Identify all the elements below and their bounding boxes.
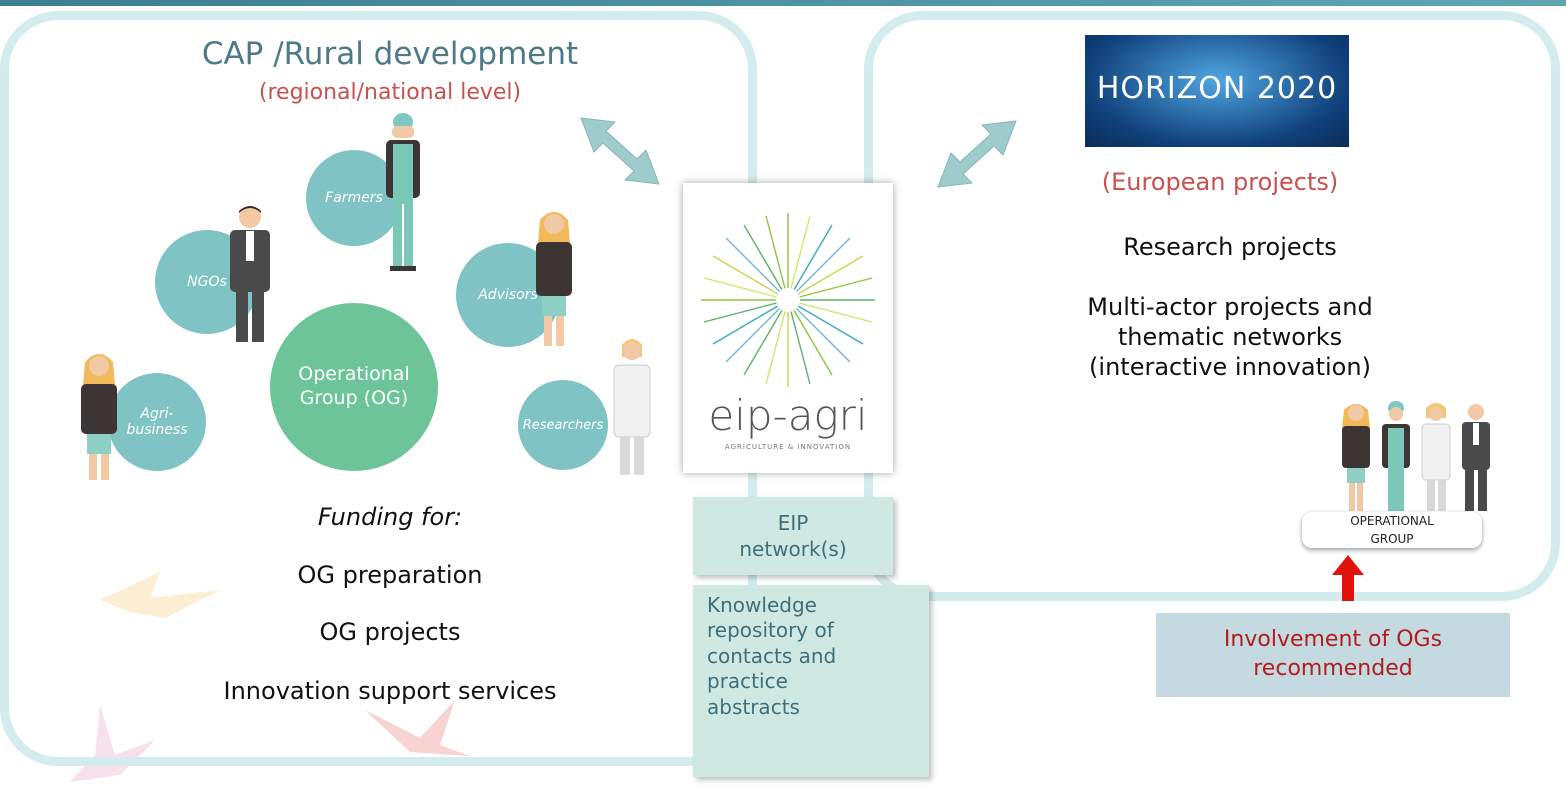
involvement-of-ogs-box: Involvement of OGs recommended	[1156, 613, 1510, 697]
knowledge-repository-box: Knowledge repository of contacts and pra…	[693, 585, 929, 777]
multi-actor-projects-label: Multi-actor projects and thematic networ…	[1087, 293, 1373, 381]
double-arrow-left-icon	[580, 117, 660, 185]
eip-agri-tagline: AGRICULTURE & INNOVATION	[724, 443, 852, 451]
research-projects-label: Research projects	[1123, 233, 1337, 261]
origami-bird-red	[365, 700, 470, 756]
actor-circle-researchers: Researchers	[518, 380, 608, 470]
red-up-arrow-icon	[1332, 555, 1364, 601]
advisors-label: Advisors	[478, 287, 538, 303]
advisor-woman-figure-icon	[536, 212, 572, 346]
og-circle-label: Operational Group (OG)	[298, 363, 410, 409]
origami-bird-yellow	[100, 572, 220, 618]
eip-agri-logo-text: eip-agri	[708, 391, 868, 440]
eip-agri-logo-card: eip-agri AGRICULTURE & INNOVATION	[683, 183, 893, 473]
funding-item-innovation-support: Innovation support services	[223, 677, 557, 705]
operational-group-label: OPERATIONAL GROUP	[1302, 512, 1482, 548]
researcher-figure-icon	[613, 339, 651, 475]
ngos-label: NGOs	[187, 274, 227, 290]
agribusiness-label: Agri- business	[126, 405, 188, 438]
funding-item-og-projects: OG projects	[319, 618, 461, 646]
involvement-label: Involvement of OGs recommended	[1223, 627, 1443, 681]
cap-subtitle: (regional/national level)	[258, 80, 522, 105]
agribusiness-woman-figure-icon	[81, 354, 117, 480]
farmer-figure-icon	[386, 113, 420, 271]
operational-group-figures-icon	[1342, 401, 1490, 511]
eip-agri-burst-icon	[701, 213, 875, 387]
horizon-2020-logo-text: HORIZON 2020	[1096, 71, 1338, 106]
funding-heading: Funding for:	[317, 503, 463, 531]
european-projects-subtitle: (European projects)	[1101, 168, 1339, 196]
horizon-2020-logo: HORIZON 2020	[1085, 35, 1349, 147]
researchers-label: Researchers	[522, 417, 604, 433]
ngo-man-figure-icon	[230, 206, 270, 342]
double-arrow-right-icon	[937, 120, 1017, 188]
funding-item-og-preparation: OG preparation	[297, 561, 483, 589]
knowledge-repository-label: Knowledge repository of contacts and pra…	[707, 593, 837, 719]
farmers-label: Farmers	[325, 190, 383, 206]
operational-group-circle: Operational Group (OG)	[270, 303, 438, 471]
eip-network-box: EIP network(s)	[693, 497, 893, 575]
cap-title: CAP /Rural development	[201, 36, 579, 72]
top-accent-bar	[0, 0, 1566, 6]
actor-circle-agribusiness: Agri- business	[108, 373, 206, 471]
eip-network-label: EIP network(s)	[739, 511, 847, 561]
